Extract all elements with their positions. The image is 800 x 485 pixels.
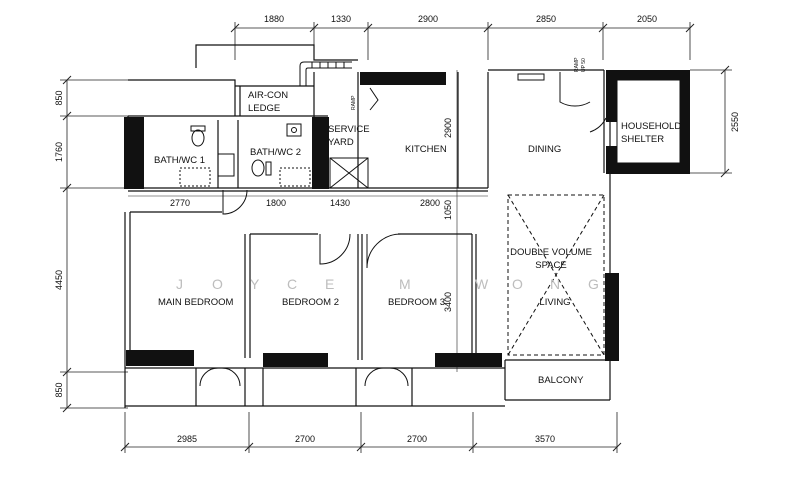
label-bedroom-3: BEDROOM 3 <box>388 297 445 308</box>
dimension-labels-left: 850 1760 4450 850 <box>54 90 64 397</box>
dimension-labels-inner: 2770 1800 1430 2800 2900 1050 3400 <box>170 118 453 312</box>
watermark-letter: E <box>325 276 336 292</box>
label-service-yard-line1: SERVICE <box>328 124 370 135</box>
label-bath-wc-1: BATH/WC 1 <box>154 155 205 166</box>
dim-bottom-2: 2700 <box>295 434 315 444</box>
dimension-labels-top: 1880 1330 2900 2850 2050 <box>264 14 657 24</box>
walls-thick <box>124 70 690 367</box>
label-aircon-ledge-line2: LEDGE <box>248 103 280 114</box>
label-bedroom-2: BEDROOM 2 <box>282 297 339 308</box>
label-double-volume-line2: SPACE <box>535 260 567 271</box>
label-aircon-ledge-line1: AIR-CON <box>248 90 288 101</box>
dim-left-1: 850 <box>54 90 64 105</box>
label-service-yard-line2: YARD <box>328 137 354 148</box>
ramp-label-dining: RAMP <box>574 57 580 72</box>
dim-inner-v2: 1050 <box>443 200 453 220</box>
label-main-bedroom: MAIN BEDROOM <box>158 297 234 308</box>
watermark-letter: J <box>176 276 185 292</box>
dim-top-4: 2850 <box>536 14 556 24</box>
watermark-letter: Y <box>250 276 261 292</box>
watermark-letter: O <box>512 276 525 292</box>
watermark-letter: N <box>550 276 562 292</box>
door-swings <box>199 72 607 387</box>
label-bath-wc-2: BATH/WC 2 <box>250 147 301 158</box>
watermark: J O Y C E M W O N G <box>176 276 601 292</box>
dim-inner-v1: 2900 <box>443 118 453 138</box>
watermark-letter: O <box>212 276 225 292</box>
dim-right-1: 2550 <box>730 112 740 132</box>
dimension-ticks <box>62 23 730 452</box>
dim-left-4: 850 <box>54 382 64 397</box>
dim-inner-3: 1430 <box>330 198 350 208</box>
label-dining: DINING <box>528 144 561 155</box>
watermark-letter: M <box>399 276 413 292</box>
dim-top-5: 2050 <box>637 14 657 24</box>
ramp-label-updown: UP 50 <box>581 58 587 72</box>
dim-top-3: 2900 <box>418 14 438 24</box>
inner-dim-line <box>128 70 488 372</box>
room-labels: AIR-CON LEDGE BATH/WC 1 BATH/WC 2 SERVIC… <box>154 90 681 386</box>
ramp-labels: RAMP UP 50 RAMP <box>351 57 587 110</box>
label-kitchen: KITCHEN <box>405 144 447 155</box>
label-double-volume-line1: DOUBLE VOLUME <box>510 247 592 258</box>
label-balcony: BALCONY <box>538 375 584 386</box>
watermark-letter: W <box>475 276 490 292</box>
dimension-labels-bottom: 2985 2700 2700 3570 <box>177 434 555 444</box>
dim-bottom-4: 3570 <box>535 434 555 444</box>
dimension-labels-right: 2550 <box>730 112 740 132</box>
dim-inner-2: 1800 <box>266 198 286 208</box>
dim-inner-4: 2800 <box>420 198 440 208</box>
dim-inner-1: 2770 <box>170 198 190 208</box>
fixtures <box>179 61 605 356</box>
dim-inner-v3: 3400 <box>443 292 453 312</box>
dim-top-1: 1880 <box>264 14 284 24</box>
dim-top-2: 1330 <box>331 14 351 24</box>
label-household-shelter-line1: HOUSEHOLD <box>621 121 681 132</box>
label-living: LIVING <box>539 297 570 308</box>
dim-left-2: 1760 <box>54 142 64 162</box>
shelter-interior <box>616 79 681 164</box>
dim-left-3: 4450 <box>54 270 64 290</box>
dim-bottom-1: 2985 <box>177 434 197 444</box>
watermark-letter: G <box>588 276 601 292</box>
dim-bottom-3: 2700 <box>407 434 427 444</box>
watermark-letter: C <box>287 276 299 292</box>
walls-thin <box>124 44 611 408</box>
label-household-shelter-line2: SHELTER <box>621 134 664 145</box>
ramp-label-yard: RAMP <box>351 95 357 110</box>
